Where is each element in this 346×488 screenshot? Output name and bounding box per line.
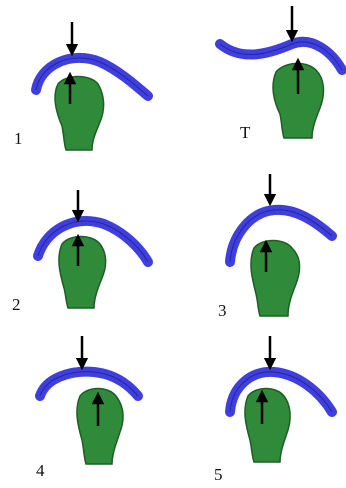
- panel-t: [220, 6, 342, 138]
- panel-5: [230, 336, 332, 462]
- panel-label-1: 1: [14, 130, 23, 147]
- panel-4: [40, 336, 138, 464]
- green-blob: [55, 77, 104, 151]
- green-blob: [77, 389, 123, 465]
- panel-label-4: 4: [36, 462, 45, 479]
- green-blob: [245, 389, 290, 463]
- panel-2: [38, 190, 148, 308]
- panel-label-3: 3: [218, 302, 227, 319]
- panel-label-5: 5: [214, 466, 223, 483]
- blue-arch: [220, 42, 342, 70]
- panel-label-2: 2: [12, 296, 21, 313]
- panel-label-t: T: [240, 124, 250, 141]
- green-blob: [59, 237, 106, 309]
- panel-3: [230, 174, 332, 316]
- green-blob: [251, 241, 300, 317]
- panel-1: [36, 22, 148, 150]
